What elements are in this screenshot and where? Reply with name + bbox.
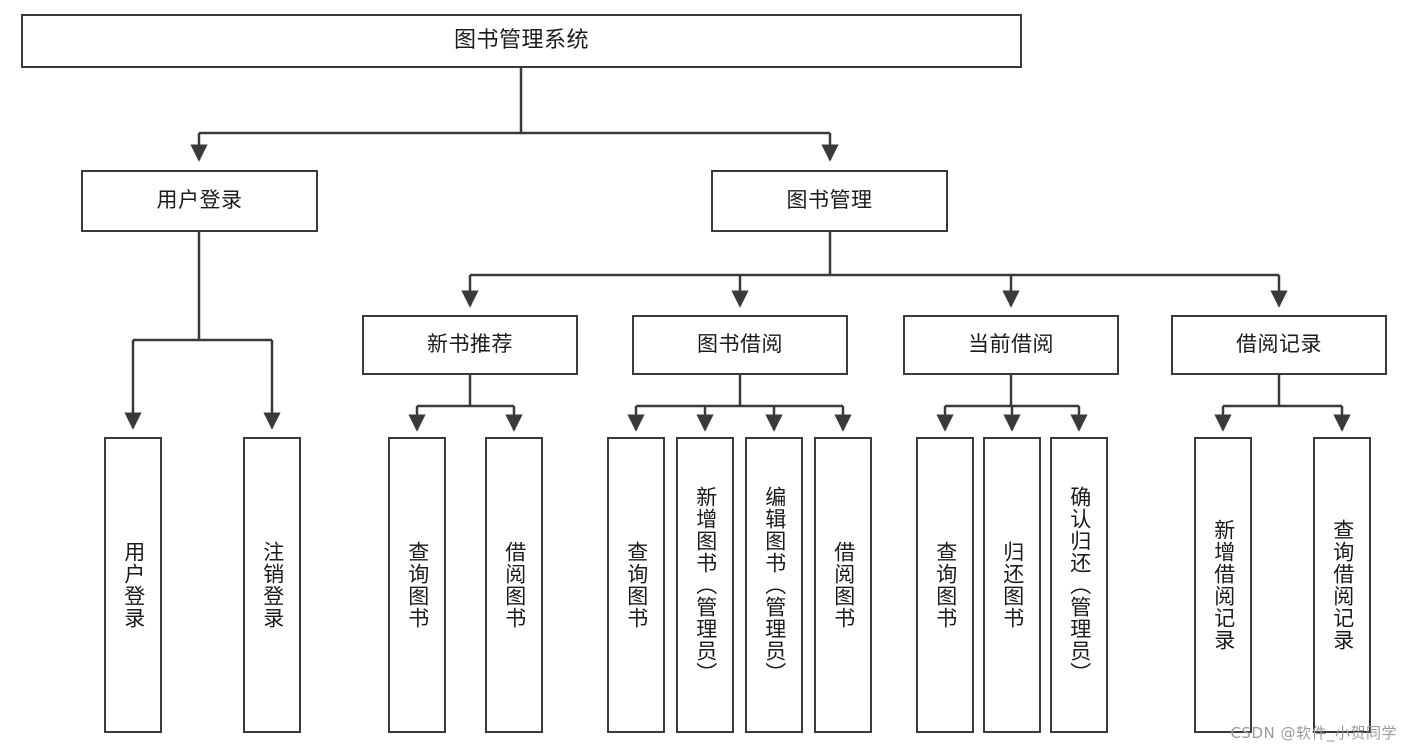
watermark: CSDN @软件_小贺同学 xyxy=(1230,724,1397,742)
leaf-return-book[interactable]: 归还图书 xyxy=(983,437,1041,733)
leaf-edit-book-admin[interactable]: 编辑图书（管理员） xyxy=(745,437,803,733)
node-label: 查询图书 xyxy=(624,541,649,629)
leaf-borrow-book[interactable]: 借阅图书 xyxy=(814,437,872,733)
node-book-management-system[interactable]: 图书管理系统 xyxy=(21,14,1022,68)
leaf-user-login[interactable]: 用户登录 xyxy=(104,437,162,733)
node-label: 图书借阅 xyxy=(697,332,783,357)
node-book-management[interactable]: 图书管理 xyxy=(711,170,948,232)
node-label: 图书管理 xyxy=(786,188,873,213)
node-label: 借阅图书 xyxy=(831,541,856,629)
node-label: 归还图书 xyxy=(1000,541,1025,629)
leaf-confirm-return-admin[interactable]: 确认归还（管理员） xyxy=(1050,437,1108,733)
node-label: 用户登录 xyxy=(121,541,146,629)
leaf-query-book-current[interactable]: 查询图书 xyxy=(916,437,974,733)
node-label: 用户登录 xyxy=(156,188,243,213)
node-label: 借阅图书 xyxy=(502,541,527,629)
node-label: 新增图书（管理员） xyxy=(693,486,718,684)
node-label: 确认归还（管理员） xyxy=(1067,486,1092,684)
node-label: 当前借阅 xyxy=(968,332,1054,357)
node-current-borrow[interactable]: 当前借阅 xyxy=(903,315,1119,375)
leaf-query-borrow-record[interactable]: 查询借阅记录 xyxy=(1313,437,1371,733)
leaf-add-borrow-record[interactable]: 新增借阅记录 xyxy=(1194,437,1252,733)
node-label: 新书推荐 xyxy=(427,332,513,357)
node-label: 借阅记录 xyxy=(1236,332,1322,357)
leaf-query-book-recommend[interactable]: 查询图书 xyxy=(388,437,446,733)
leaf-logout[interactable]: 注销登录 xyxy=(243,437,301,733)
leaf-query-book-borrow[interactable]: 查询图书 xyxy=(607,437,665,733)
node-label: 新增借阅记录 xyxy=(1211,519,1236,651)
node-label: 注销登录 xyxy=(260,541,285,629)
node-label: 查询借阅记录 xyxy=(1330,519,1355,651)
node-label: 查询图书 xyxy=(405,541,430,629)
node-label: 图书管理系统 xyxy=(453,28,589,54)
leaf-add-book-admin[interactable]: 新增图书（管理员） xyxy=(676,437,734,733)
node-new-book-recommend[interactable]: 新书推荐 xyxy=(362,315,578,375)
node-label: 编辑图书（管理员） xyxy=(762,486,787,684)
leaf-borrow-book-recommend[interactable]: 借阅图书 xyxy=(485,437,543,733)
node-label: 查询图书 xyxy=(933,541,958,629)
node-borrow-record[interactable]: 借阅记录 xyxy=(1171,315,1387,375)
node-book-borrow[interactable]: 图书借阅 xyxy=(632,315,848,375)
node-user-login[interactable]: 用户登录 xyxy=(81,170,318,232)
